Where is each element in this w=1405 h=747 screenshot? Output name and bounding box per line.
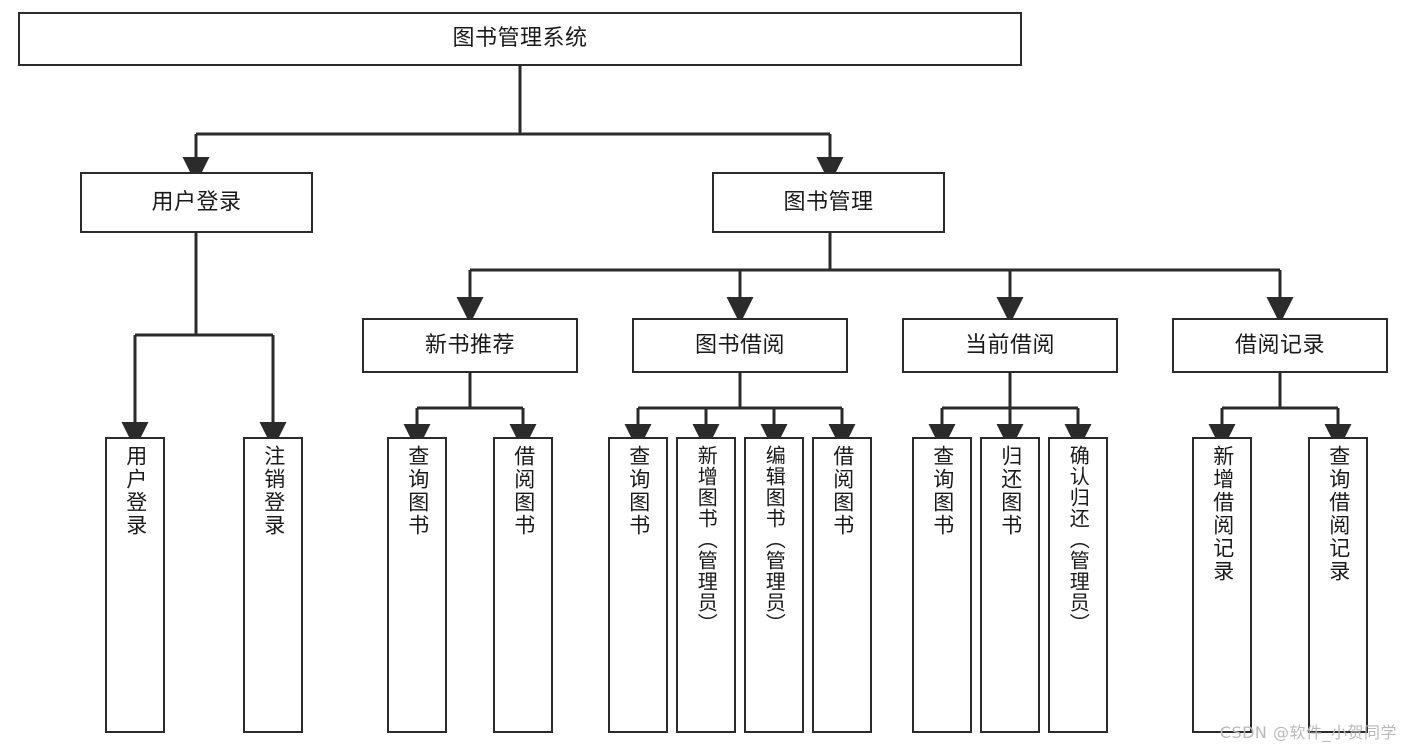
node-new-book-recommend[interactable]: 新书推荐 (362, 318, 578, 373)
node-label: 编辑图书（管理员） (762, 445, 787, 634)
node-label: 新增图书（管理员） (694, 445, 719, 634)
leaf-book-borrow-borrow-book[interactable]: 借阅图书 (812, 437, 872, 733)
leaf-book-borrow-edit-book-admin[interactable]: 编辑图书（管理员） (744, 437, 804, 733)
node-book-management[interactable]: 图书管理 (712, 172, 945, 233)
leaf-new-book-query-book[interactable]: 查询图书 (387, 437, 447, 733)
node-root-book-management-system[interactable]: 图书管理系统 (18, 12, 1022, 66)
node-label: 注销登录 (261, 445, 286, 537)
leaf-user-login-login[interactable]: 用户登录 (105, 437, 165, 733)
leaf-borrow-record-add-record[interactable]: 新增借阅记录 (1192, 437, 1252, 733)
node-label: 图书借阅 (694, 332, 785, 358)
node-current-borrow[interactable]: 当前借阅 (902, 318, 1118, 373)
node-label: 图书管理 (783, 189, 874, 215)
node-user-login[interactable]: 用户登录 (80, 172, 313, 233)
leaf-book-borrow-query-book[interactable]: 查询图书 (608, 437, 668, 733)
node-label: 查询图书 (405, 445, 430, 537)
node-label: 确认归还（管理员） (1066, 445, 1091, 634)
node-borrow-record[interactable]: 借阅记录 (1172, 318, 1388, 373)
node-book-borrow[interactable]: 图书借阅 (632, 318, 848, 373)
leaf-new-book-borrow-book[interactable]: 借阅图书 (493, 437, 553, 733)
node-label: 借阅图书 (830, 445, 855, 537)
node-label: 借阅图书 (511, 445, 536, 537)
leaf-current-borrow-return-book[interactable]: 归还图书 (980, 437, 1040, 733)
node-label: 当前借阅 (964, 332, 1055, 358)
leaf-current-borrow-confirm-return-admin[interactable]: 确认归还（管理员） (1048, 437, 1108, 733)
node-label: 查询图书 (626, 445, 651, 537)
leaf-book-borrow-add-book-admin[interactable]: 新增图书（管理员） (676, 437, 736, 733)
node-label: 图书管理系统 (452, 26, 588, 52)
leaf-user-login-logout[interactable]: 注销登录 (243, 437, 303, 733)
node-label: 查询借阅记录 (1326, 445, 1351, 583)
node-label: 归还图书 (998, 445, 1023, 537)
leaf-current-borrow-query-book[interactable]: 查询图书 (912, 437, 972, 733)
node-label: 查询图书 (930, 445, 955, 537)
node-label: 新书推荐 (424, 332, 515, 358)
node-label: 借阅记录 (1234, 332, 1325, 358)
node-label: 用户登录 (151, 189, 242, 215)
leaf-borrow-record-query-record[interactable]: 查询借阅记录 (1308, 437, 1368, 733)
node-label: 用户登录 (123, 445, 148, 537)
node-label: 新增借阅记录 (1210, 445, 1235, 583)
